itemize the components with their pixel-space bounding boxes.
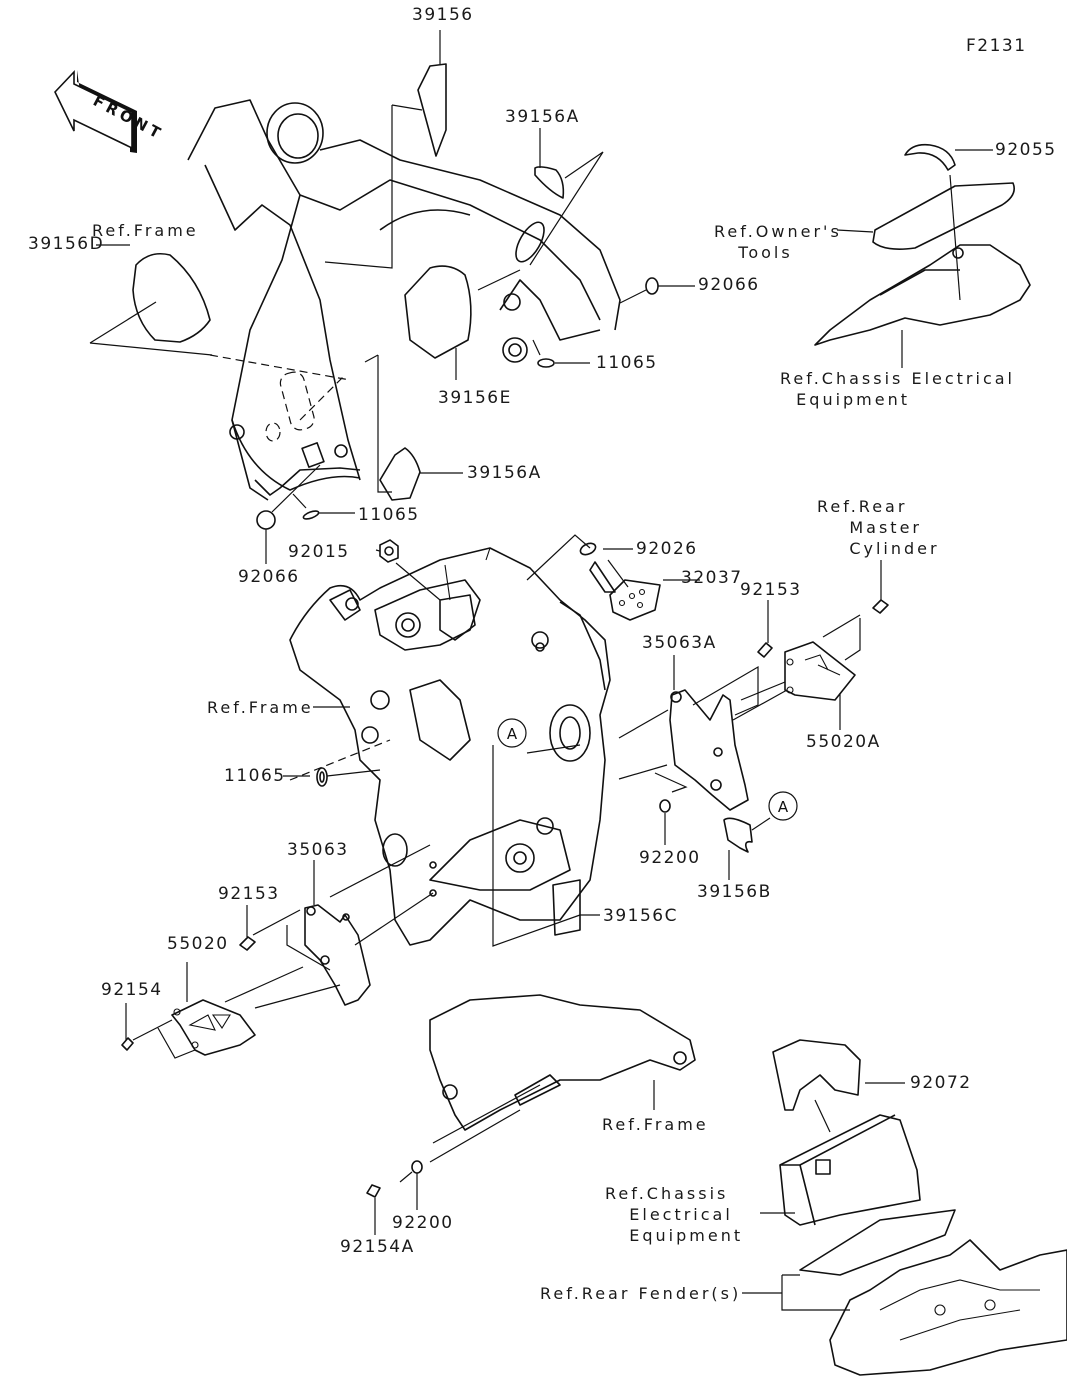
part-number-55020A[interactable]: 55020A — [806, 732, 881, 752]
bracket-35063 — [252, 844, 434, 1006]
plate-55020 — [157, 962, 341, 1059]
washer-92200-mid — [654, 772, 688, 845]
part-number-35063A[interactable]: 35063A — [642, 633, 717, 653]
grommet-11065-top — [532, 339, 590, 368]
screw-92154 — [121, 1003, 173, 1051]
part-number-92200[interactable]: 92200 — [392, 1213, 454, 1233]
part-number-35063[interactable]: 35063 — [287, 840, 349, 860]
ref-chassis-electrical-label[interactable]: Ref.Chassis Electrical Equipment — [605, 1184, 744, 1245]
bolt-rear-master-cylinder — [822, 560, 889, 661]
decal-39156A-top — [529, 128, 604, 266]
part-number-92153[interactable]: 92153 — [218, 884, 280, 904]
ref-owners-tools-label[interactable]: Ref.Owner's Tools — [714, 222, 842, 262]
part-number-39156[interactable]: 39156 — [412, 5, 474, 25]
figure-code: F2131 — [966, 36, 1027, 56]
rear-fender-drawing — [742, 1209, 1067, 1376]
main-frame-drawing — [289, 547, 611, 946]
part-number-92154[interactable]: 92154 — [101, 980, 163, 1000]
battery-bracket-92072 — [772, 1039, 905, 1133]
part-number-92072[interactable]: 92072 — [910, 1073, 972, 1093]
part-number-39156C[interactable]: 39156C — [603, 906, 678, 926]
part-number-39156A[interactable]: 39156A — [505, 107, 580, 127]
ref-frame-label[interactable]: Ref.Frame — [602, 1115, 709, 1134]
grommet-11065-mid — [292, 493, 355, 520]
washer-92200-bottom — [411, 1160, 423, 1210]
ref-rear-master-cylinder-label[interactable]: Ref.Rear Master Cylinder — [817, 497, 940, 558]
svg-text:A: A — [778, 798, 789, 816]
ref-chassis-electrical-label[interactable]: Ref.Chassis Electrical Equipment — [780, 369, 1015, 409]
part-number-55020[interactable]: 55020 — [167, 934, 229, 954]
cap-92066-left — [256, 464, 321, 564]
part-number-92066[interactable]: 92066 — [238, 567, 300, 587]
washer-92026 — [579, 542, 597, 556]
reference-marker-a-right: A — [768, 791, 798, 821]
front-arrow-icon: FRONT — [54, 69, 167, 153]
part-number-39156A[interactable]: 39156A — [467, 463, 542, 483]
owners-tools-drawing — [836, 143, 1015, 301]
part-number-92154A[interactable]: 92154A — [340, 1237, 415, 1257]
decal-39156 — [324, 30, 447, 269]
lower-frame-drawing — [399, 994, 696, 1183]
part-number-92066[interactable]: 92066 — [698, 275, 760, 295]
decal-39156C — [552, 879, 600, 936]
part-number-92055[interactable]: 92055 — [995, 140, 1057, 160]
part-number-92026[interactable]: 92026 — [636, 539, 698, 559]
plate-55020A — [732, 641, 856, 730]
part-number-11065[interactable]: 11065 — [358, 505, 420, 525]
decal-39156B — [723, 817, 771, 880]
chassis-electrical-upper-drawing — [814, 244, 1031, 368]
decal-39156A-mid — [364, 354, 463, 501]
part-number-92200[interactable]: 92200 — [639, 848, 701, 868]
center-leader-lines — [283, 534, 700, 947]
part-number-11065[interactable]: 11065 — [224, 766, 286, 786]
bolt-92153-left — [239, 905, 256, 951]
bracket-35063A — [618, 655, 759, 811]
part-number-92015[interactable]: 92015 — [288, 542, 350, 562]
part-number-92153[interactable]: 92153 — [740, 580, 802, 600]
ref-frame-label[interactable]: Ref.Frame — [207, 698, 314, 717]
upper-frame-drawing — [187, 99, 621, 501]
battery-drawing — [760, 1114, 921, 1226]
reference-marker-a-left: A — [497, 718, 527, 748]
nut-92015 — [379, 539, 399, 563]
ref-rear-fenders-label[interactable]: Ref.Rear Fender(s) — [540, 1284, 742, 1303]
plate-32037 — [589, 561, 661, 621]
ref-frame-label[interactable]: Ref.Frame — [92, 221, 199, 240]
svg-text:A: A — [507, 725, 518, 743]
part-number-39156E[interactable]: 39156E — [438, 388, 512, 408]
part-number-32037[interactable]: 32037 — [681, 568, 743, 588]
decal-39156E — [404, 265, 521, 380]
screw-92154A — [366, 1184, 381, 1235]
decal-39156D — [89, 244, 213, 356]
cap-92066-right — [619, 277, 695, 304]
part-number-39156B[interactable]: 39156B — [697, 882, 772, 902]
grommet-11065-left — [316, 767, 328, 787]
part-number-39156D[interactable]: 39156D — [28, 234, 105, 254]
part-number-11065[interactable]: 11065 — [596, 353, 658, 373]
bolt-92153-right — [757, 600, 773, 658]
